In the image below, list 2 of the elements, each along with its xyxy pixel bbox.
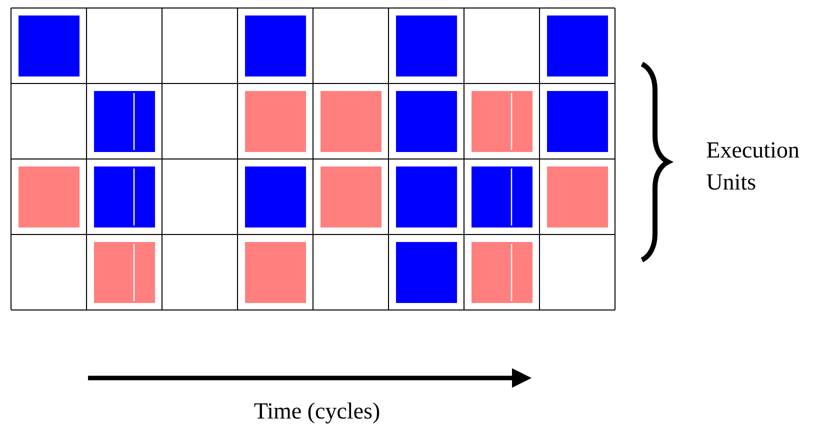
axis-label: Time (cycles) bbox=[254, 402, 380, 424]
axis-label: Execution Units bbox=[706, 142, 800, 190]
